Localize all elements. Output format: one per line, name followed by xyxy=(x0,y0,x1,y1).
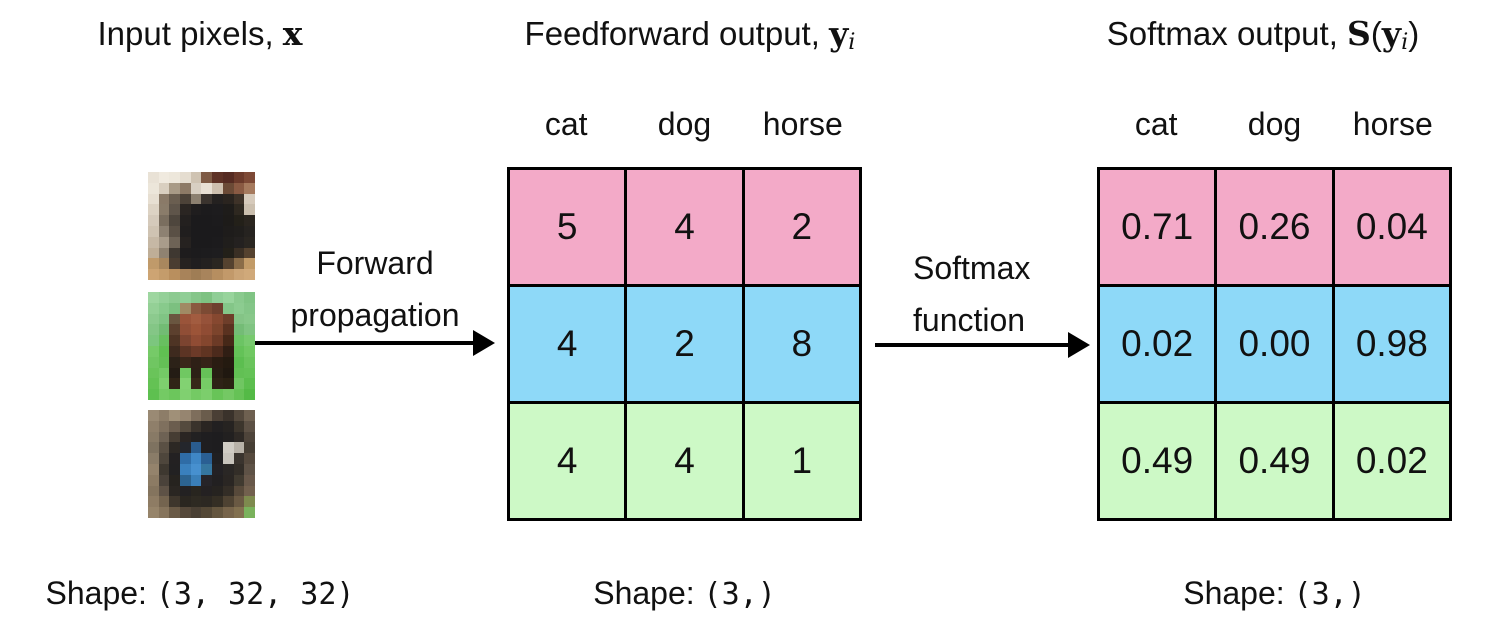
softmax-shape-tuple: (3,) xyxy=(1293,577,1366,612)
softmax-title-text: Softmax output, xyxy=(1106,15,1348,52)
matrix-cell: 1 xyxy=(744,404,859,518)
softmax-title-function-s: S xyxy=(1347,14,1371,53)
feedforward-header-cat: cat xyxy=(544,106,588,142)
forward-arrow-line xyxy=(255,341,477,345)
input-shape-tuple: (3, 32, 32) xyxy=(155,577,355,612)
matrix-cell: 0.49 xyxy=(1100,404,1215,518)
feedforward-column-headers: cat dog horse xyxy=(507,106,862,143)
cat-image xyxy=(148,172,255,280)
feedforward-panel-title: Feedforward output, yi xyxy=(440,14,940,55)
dog-image xyxy=(148,410,255,518)
matrix-cell: 0.02 xyxy=(1334,404,1449,518)
matrix-cell: 0.71 xyxy=(1100,170,1215,284)
softmax-function-label-line1: Softmax xyxy=(913,250,1031,286)
forward-propagation-label-line1: Forward xyxy=(316,245,434,281)
forward-propagation-label: Forward propagation xyxy=(270,237,480,341)
softmax-panel-title: Softmax output, S(yi) xyxy=(1040,14,1486,55)
forward-propagation-label-line2: propagation xyxy=(290,297,460,333)
softmax-title-open-paren: ( xyxy=(1370,15,1382,52)
matrix-cell: 2 xyxy=(744,170,859,284)
input-panel-title: Input pixels, x xyxy=(0,14,400,53)
softmax-column-headers: cat dog horse xyxy=(1097,106,1452,143)
matrix-cell: 0.04 xyxy=(1334,170,1449,284)
feedforward-header-horse: horse xyxy=(762,106,843,142)
softmax-arrow-head-icon xyxy=(1068,332,1090,358)
softmax-header-horse: horse xyxy=(1352,106,1433,142)
horse-image xyxy=(148,292,255,400)
matrix-cell: 4 xyxy=(510,404,625,518)
feedforward-title-vector-y: y xyxy=(829,14,849,53)
input-shape-prefix: Shape: xyxy=(45,575,156,611)
softmax-title-close-paren: ) xyxy=(1408,15,1420,52)
feedforward-shape-prefix: Shape: xyxy=(593,575,704,611)
feedforward-matrix: 5 4 2 4 2 8 4 4 1 xyxy=(507,167,862,521)
softmax-header-dog: dog xyxy=(1247,106,1302,142)
softmax-title-subscript-i: i xyxy=(1401,29,1409,56)
softmax-matrix: 0.71 0.26 0.04 0.02 0.00 0.98 0.49 0.49 … xyxy=(1097,167,1452,521)
softmax-shape-prefix: Shape: xyxy=(1183,575,1294,611)
matrix-cell: 0.98 xyxy=(1334,287,1449,401)
feedforward-shape-tuple: (3,) xyxy=(703,577,776,612)
matrix-cell: 5 xyxy=(510,170,625,284)
softmax-function-label-line2: function xyxy=(913,302,1026,338)
matrix-cell: 4 xyxy=(627,404,742,518)
softmax-header-cat: cat xyxy=(1134,106,1178,142)
matrix-cell: 0.00 xyxy=(1217,287,1332,401)
feedforward-header-dog: dog xyxy=(657,106,712,142)
matrix-cell: 0.49 xyxy=(1217,404,1332,518)
feedforward-title-text: Feedforward output, xyxy=(524,15,830,52)
feedforward-shape-label: Shape: (3,) xyxy=(507,575,862,612)
forward-arrow-head-icon xyxy=(473,330,495,356)
matrix-cell: 4 xyxy=(627,170,742,284)
matrix-cell: 0.02 xyxy=(1100,287,1215,401)
matrix-cell: 2 xyxy=(627,287,742,401)
feedforward-title-subscript-i: i xyxy=(848,29,856,56)
input-shape-label: Shape: (3, 32, 32) xyxy=(0,575,400,612)
matrix-cell: 8 xyxy=(744,287,859,401)
softmax-function-label: Softmax function xyxy=(913,242,1113,346)
matrix-cell: 0.26 xyxy=(1217,170,1332,284)
input-title-text: Input pixels, xyxy=(97,15,283,52)
softmax-title-vector-y: y xyxy=(1381,14,1402,53)
input-title-vector-x: x xyxy=(282,14,303,53)
softmax-shape-label: Shape: (3,) xyxy=(1097,575,1452,612)
matrix-cell: 4 xyxy=(510,287,625,401)
softmax-arrow-line xyxy=(875,343,1072,347)
